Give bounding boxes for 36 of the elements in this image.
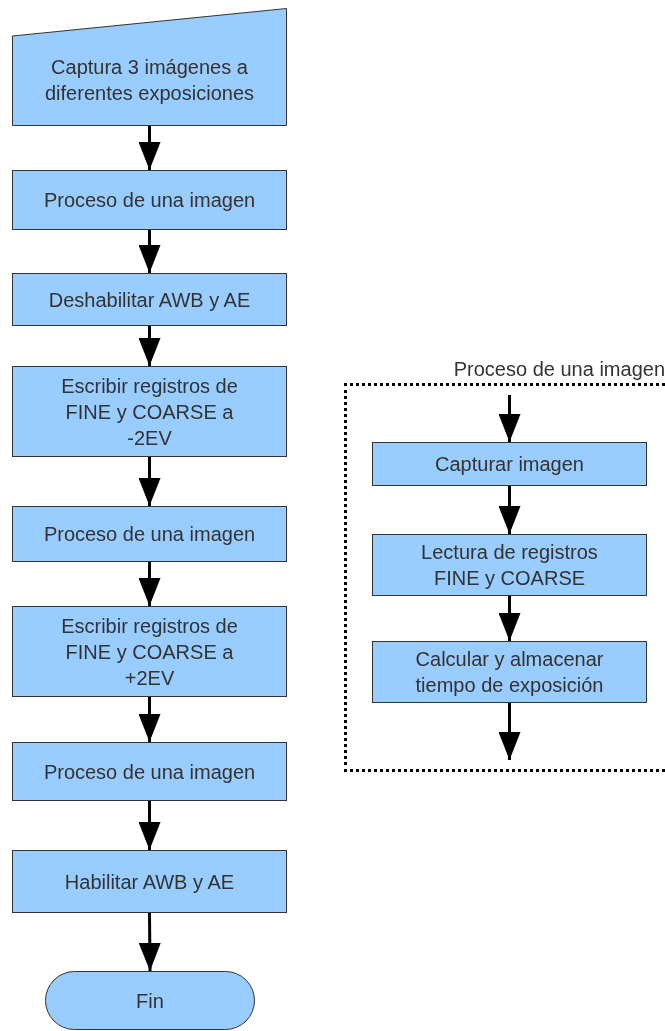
process-box [372,641,647,703]
process-box [12,742,287,801]
arrow [498,486,521,534]
process-box [12,850,287,913]
node-text: Proceso de una imagen [42,188,257,213]
arrow [138,562,161,606]
arrow [138,230,161,273]
arrow [138,697,161,742]
process-box [12,506,287,562]
arrow [138,326,161,366]
group-title: Proceso de una imagen [453,357,665,382]
node-text: Proceso de una imagen [42,759,257,785]
node-text: Capturar imagen [434,452,585,477]
process-box [12,170,287,230]
node-text: Proceso de una imagen [42,522,257,547]
node-text: Captura 3 imágenes a diferentes exposiciones [44,55,255,106]
process-box [372,534,647,596]
process-box [12,366,287,457]
arrow [138,913,161,971]
process-box [372,442,647,486]
arrow [498,703,521,760]
node-text: Lectura de registros FINE y COARSE [420,540,599,591]
arrow [138,126,161,170]
node-text: Escribir registros de FINE y COARSE a -2EV [60,373,239,451]
node-text: Calcular y almacenar tiempo de exposición [414,647,605,698]
node-text: Fin [135,988,165,1014]
process-box [12,273,287,326]
node-text: Habilitar AWB y AE [63,869,236,895]
manual-input-shape [12,8,287,126]
arrow [138,457,161,506]
arrow [498,395,521,442]
node-text: Deshabilitar AWB y AE [47,287,252,313]
node-text: Escribir registros de FINE y COARSE a +2EV [60,613,239,691]
process-box [12,606,287,697]
arrow [138,801,161,850]
arrow [498,596,521,641]
